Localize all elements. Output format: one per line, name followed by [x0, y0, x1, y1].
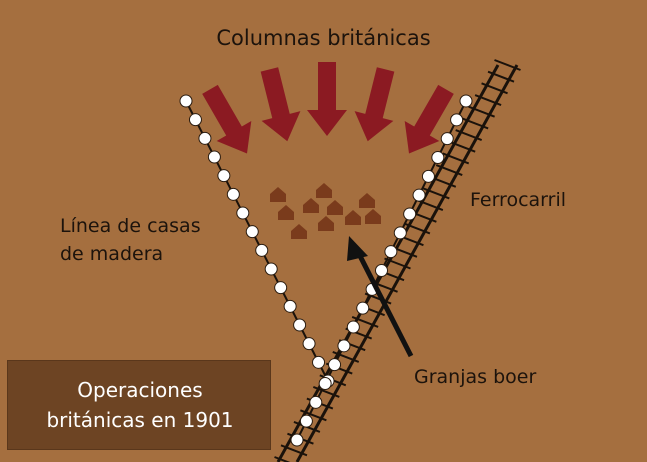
house-icon [316, 183, 332, 198]
blockhouse-circle-icon [309, 395, 323, 409]
farms-pointer-arrow [347, 236, 414, 358]
blockhouse-circle-icon [421, 169, 435, 183]
caption-text: Operaciones británicas en 1901 [8, 375, 272, 435]
caption-line-2: británicas en 1901 [46, 408, 234, 432]
house-icon [318, 216, 334, 231]
house-icon [359, 193, 375, 208]
railway-tie [312, 386, 340, 398]
blockhouse-label-line-2: de madera [60, 243, 164, 265]
railway-tie [461, 117, 489, 130]
house-icon [365, 209, 381, 224]
blockhouse-circle-icon [255, 243, 269, 257]
blockhouse-circle-icon [245, 225, 259, 239]
railway-tie [487, 70, 515, 83]
railway-tie [468, 105, 495, 118]
blockhouse-circle-icon [375, 264, 388, 277]
railway-tie [494, 59, 521, 71]
blockhouse-circle-icon [312, 355, 326, 369]
blockhouse-circle-icon [198, 131, 212, 145]
caption-box: Operaciones británicas en 1901 [7, 360, 271, 450]
british-column-arrows [202, 62, 454, 154]
house-icon [327, 200, 343, 215]
railway-tie [280, 444, 308, 457]
blockhouse-circle-icon [299, 414, 313, 428]
blockhouse-circle-icon [431, 151, 445, 164]
railway-tie [481, 82, 508, 95]
blockhouse-circle-icon [318, 377, 332, 390]
blockhouse-circle-icon [290, 433, 304, 447]
blockhouse-circle-icon [459, 94, 473, 108]
arrow-down-icon [354, 67, 395, 142]
caption-line-1: Operaciones [77, 378, 203, 402]
blockhouse-circle-icon [403, 207, 417, 221]
railway-tie [416, 199, 444, 212]
blockhouse-circle-icon [337, 339, 351, 353]
railway-ties [274, 59, 521, 462]
arrow-down-icon [307, 62, 347, 136]
railway-tie [384, 257, 411, 270]
blockhouse-circle-icon [412, 188, 426, 202]
boer-farms [270, 183, 381, 239]
blockhouse-circle-icon [440, 132, 454, 146]
railway-tie [274, 456, 291, 462]
railway-tie [442, 152, 470, 165]
blockhouses [179, 94, 473, 447]
blockhouse-circle-icon [283, 299, 297, 313]
british-columns-label: Columnas británicas [216, 26, 431, 50]
blockhouse-circle-icon [188, 113, 202, 127]
railway-tie [455, 129, 483, 141]
blockhouse-circle-icon [179, 94, 193, 108]
blockhouse-circle-icon [226, 187, 240, 201]
house-icon [278, 205, 294, 220]
railway-tie [403, 222, 431, 235]
blockhouse-label-line-1: Línea de casas [60, 215, 201, 237]
arrow-down-icon [202, 84, 252, 154]
blockhouse-circle-icon [356, 301, 370, 315]
blockhouse-line-label: Línea de casas de madera [60, 212, 201, 268]
arrow-down-icon [260, 67, 301, 142]
blockhouse-circle-icon [207, 150, 221, 164]
railway-tie [435, 164, 463, 177]
boer-farms-label: Granjas boer [414, 366, 537, 388]
blockhouse-circle-icon [236, 206, 250, 220]
railway-label: Ferrocarril [470, 189, 567, 211]
railway-tie [474, 94, 502, 106]
blockhouse-circle-icon [384, 245, 398, 259]
railway-tie [300, 409, 327, 422]
house-icon [303, 198, 319, 213]
blockhouse-line-left [185, 100, 329, 382]
blockhouse-circle-icon [393, 226, 407, 240]
blockhouse-circle-icon [264, 262, 278, 276]
house-icon [270, 187, 286, 202]
blockhouse-circle-icon [293, 318, 307, 332]
blockhouse-circle-icon [450, 113, 464, 127]
blockhouse-circle-icon [217, 169, 231, 183]
house-icon [291, 224, 307, 239]
house-icon [345, 210, 361, 225]
blockhouse-circle-icon [302, 337, 316, 351]
blockhouse-circle-icon [274, 281, 288, 295]
blockhouse-circle-icon [328, 358, 342, 372]
railway-tie [422, 187, 450, 200]
railway-tie [448, 140, 476, 153]
arrow-down-icon [404, 84, 454, 154]
railway-track [274, 59, 521, 462]
blockhouse-circle-icon [346, 320, 360, 334]
railway-tie [332, 350, 360, 363]
